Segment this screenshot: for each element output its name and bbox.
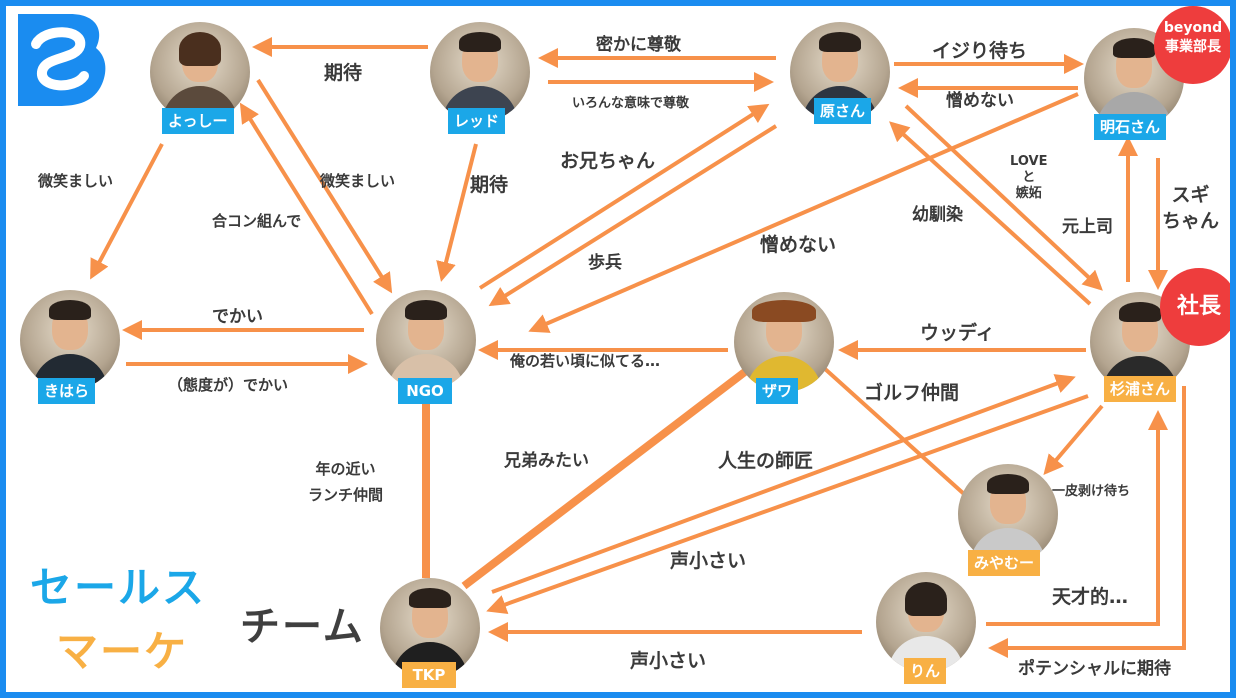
line-zawa-miyamu <box>822 366 966 496</box>
label-rin-to-sugiura: 天才的… <box>1052 586 1129 608</box>
arrow-sugiura-to-miyamu <box>1043 404 1104 476</box>
love-line3: 嫉妬 <box>1015 186 1042 201</box>
label-golf-buddies: ゴルフ仲間 <box>864 382 960 404</box>
label-red-to-ngo: 期待 <box>470 174 509 196</box>
label-brothers: 兄弟みたい <box>504 451 589 471</box>
arrow-yoshi-to-ngo <box>256 78 393 294</box>
label-zawa-to-ngo: 俺の若い頃に似てる… <box>510 352 661 370</box>
arrow-tkp-to-sugiura <box>491 374 1076 594</box>
label-ngo-to-hara: お兄ちゃん <box>560 150 656 172</box>
suki-line2: ちゃん <box>1162 210 1220 232</box>
label-mentor: 人生の師匠 <box>718 450 814 472</box>
arrow-ngo-to-yoshi <box>239 102 374 316</box>
avatar-rin <box>876 572 976 672</box>
s-logo-icon <box>14 14 110 110</box>
name-tag-kihara: きはら <box>38 378 96 404</box>
label-sugiura-to-tkp: 声小さい <box>670 550 747 572</box>
avatar-red <box>430 22 530 122</box>
label-yoshi-to-kihara: 微笑ましい <box>38 172 114 190</box>
label-sugiura-to-rin: ポテンシャルに期待 <box>1018 659 1171 679</box>
relationship-chart: よっしー レッド 原さん 明石さん きはら NGO ザワ 杉浦さん みやむー T… <box>6 6 1230 692</box>
name-tag-red: レッド <box>448 108 506 134</box>
arrow-hara-to-sugiura <box>904 104 1103 291</box>
arrow-sugiura-to-rin <box>988 386 1186 658</box>
avatar-ngo <box>376 290 476 390</box>
arrow-sugiura-to-tkp <box>486 394 1089 615</box>
label-former-boss: 元上司 <box>1062 217 1113 237</box>
avatar-zawa <box>734 292 834 392</box>
love-line2: と <box>1022 170 1036 185</box>
label-ngo-to-yoshi: 合コン組んで <box>212 212 302 230</box>
beyond-division-head-badge: beyond 事業部長 <box>1154 6 1230 84</box>
label-sugi-chan: スギ ちゃん <box>1162 182 1219 234</box>
love-line1: LOVE <box>1010 154 1048 169</box>
arrow-akashi-to-ngo <box>528 92 1079 333</box>
label-akashi-to-ngo: 憎めない <box>760 234 837 256</box>
arrow-red-to-ngo <box>436 143 478 282</box>
name-tag-miyamu: みやむー <box>968 550 1041 576</box>
label-hara-to-akashi: イジり待ち <box>932 40 1028 62</box>
label-yoshi-to-ngo: 微笑ましい <box>320 172 396 190</box>
beyond-badge-line2: 事業部長 <box>1165 39 1221 55</box>
suki-line1: スギ <box>1171 184 1210 206</box>
label-red-to-yoshi: 期待 <box>324 62 363 84</box>
name-tag-rin: りん <box>904 658 947 684</box>
relationship-arrows <box>90 37 1186 658</box>
arrow-ngo-to-hara <box>478 103 770 290</box>
arrow-hara-to-ngo <box>488 124 778 307</box>
name-tag-sugiura: 杉浦さん <box>1104 376 1177 402</box>
label-kihara-to-ngo: （態度が）でかい <box>168 376 289 394</box>
label-akashi-to-hara: 憎めない <box>946 91 1014 111</box>
label-rin-to-tkp: 声小さい <box>630 650 707 672</box>
avatar-yoshi <box>150 22 250 122</box>
label-hara-to-ngo: 歩兵 <box>588 253 622 273</box>
team-title-sales: セールス <box>30 563 207 612</box>
label-love-and-jealousy: LOVE と 嫉妬 <box>1010 154 1047 202</box>
team-title-team: チーム <box>240 604 365 650</box>
avatar-kihara <box>20 290 120 390</box>
name-tag-ngo: NGO <box>398 378 452 404</box>
label-red-to-hara: いろんな意味で尊敬 <box>572 96 690 111</box>
arrow-rin-to-sugiura <box>986 410 1168 626</box>
avatar-akashi <box>1084 28 1184 128</box>
label-sugiura-to-zawa: ウッディ <box>920 322 995 344</box>
label-sugiura-to-miyamu: 一皮剥け待ち <box>1052 484 1131 499</box>
name-tag-hara: 原さん <box>814 98 872 124</box>
name-tag-zawa: ザワ <box>756 378 799 404</box>
line-zawa-tkp <box>461 364 753 590</box>
label-childhood-friends: 幼馴染 <box>912 205 963 225</box>
arrow-yoshi-to-kihara <box>90 143 164 280</box>
label-hara-to-red: 密かに尊敬 <box>596 35 681 55</box>
label-ngo-to-kihara: でかい <box>212 307 263 327</box>
name-tag-yoshi: よっしー <box>162 108 234 134</box>
avatar-miyamu <box>958 464 1058 564</box>
beyond-badge-line1: beyond <box>1163 20 1223 36</box>
name-tag-tkp: TKP <box>402 662 456 688</box>
arrow-sugiura-to-hara <box>889 121 1092 306</box>
president-badge: 社長 <box>1160 268 1230 346</box>
name-tag-akashi: 明石さん <box>1094 114 1167 140</box>
team-title-marke: マーケ <box>56 627 189 676</box>
label-ngo-tkp: 年の近い ランチ仲間 <box>308 460 384 504</box>
